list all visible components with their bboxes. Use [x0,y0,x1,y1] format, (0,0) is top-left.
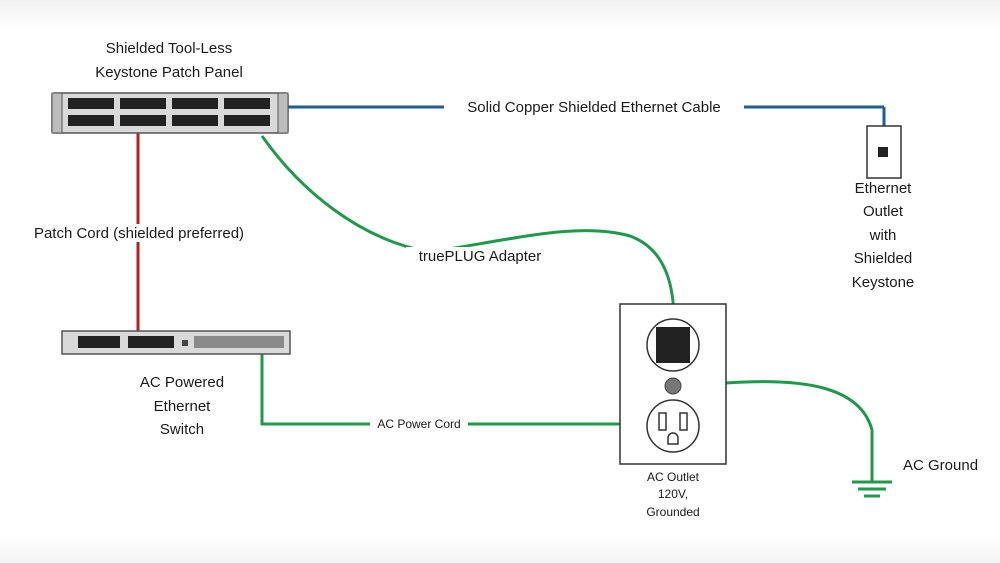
trueplug-adapter-plug [656,327,690,363]
ethernet-outlet-label-4: Keystone [852,274,915,291]
receptacle-slot-left [658,412,667,431]
patch-panel-port-block [224,115,270,126]
patch-panel-label-line2: Keystone Patch Panel [95,64,243,81]
ac-outlet-label-1: 120V, [658,487,688,501]
switch-port-block [78,336,120,348]
ac-power-cord [260,354,650,426]
switch-label-1: Ethernet [154,398,212,415]
ethernet-cable-label-bg [444,98,744,116]
ac-outlet-label-0: AC Outlet [647,470,700,484]
patch-panel-ports [68,98,270,126]
receptacle-ground-hole [667,432,679,445]
patch-cord-label-bg [10,224,268,242]
patch-panel-ear-left [51,92,63,134]
bottom-fade [0,533,1000,563]
patch-cord-label: Patch Cord (shielded preferred) [34,225,244,242]
patch-panel-port-block [172,115,218,126]
patch-panel-ear-right [277,92,289,134]
patch-panel-port-block [120,98,166,109]
power-cord-label: AC Power Cord [377,417,460,431]
switch-port-block [128,336,174,348]
ethernet-outlet [866,125,902,179]
switch-port-block [194,336,284,348]
keystone-jack [878,147,888,157]
power-cord-label-bg [370,416,468,432]
top-fade [0,0,1000,30]
switch-status-led [182,340,188,346]
ground-symbol [852,480,892,498]
switch-label-0: AC Powered [140,374,224,391]
patch-panel-port-block [172,98,218,109]
ethernet-outlet-label-0: Ethernet [855,180,913,197]
switch-ports [78,336,284,348]
patch-panel-port-block [68,115,114,126]
ethernet-switch [61,330,291,355]
ground-wire [725,380,874,482]
ethernet-outlet-label-1: Outlet [863,203,904,220]
patch-panel-port-block [120,115,166,126]
adapter-label: truePLUG Adapter [419,248,542,265]
ac-outlet [619,303,727,465]
ground-label: AC Ground [903,457,978,474]
patch-panel-port-block [68,98,114,109]
patch-panel-port-block [224,98,270,109]
ethernet-cable-label: Solid Copper Shielded Ethernet Cable [467,99,721,116]
switch-label-2: Switch [160,421,204,438]
adapter-label-bg [406,247,554,265]
ac-outlet-label-2: Grounded [646,505,699,519]
trueplug-adapter-cable [260,135,676,323]
ethernet-outlet-label-2: with [869,227,897,244]
patch-panel-label-line1: Shielded Tool-Less [106,40,232,57]
patch-panel [51,92,289,134]
ethernet-outlet-label-3: Shielded [854,250,912,267]
outlet-center-screw [664,377,682,395]
receptacle-slot-right [679,412,688,431]
